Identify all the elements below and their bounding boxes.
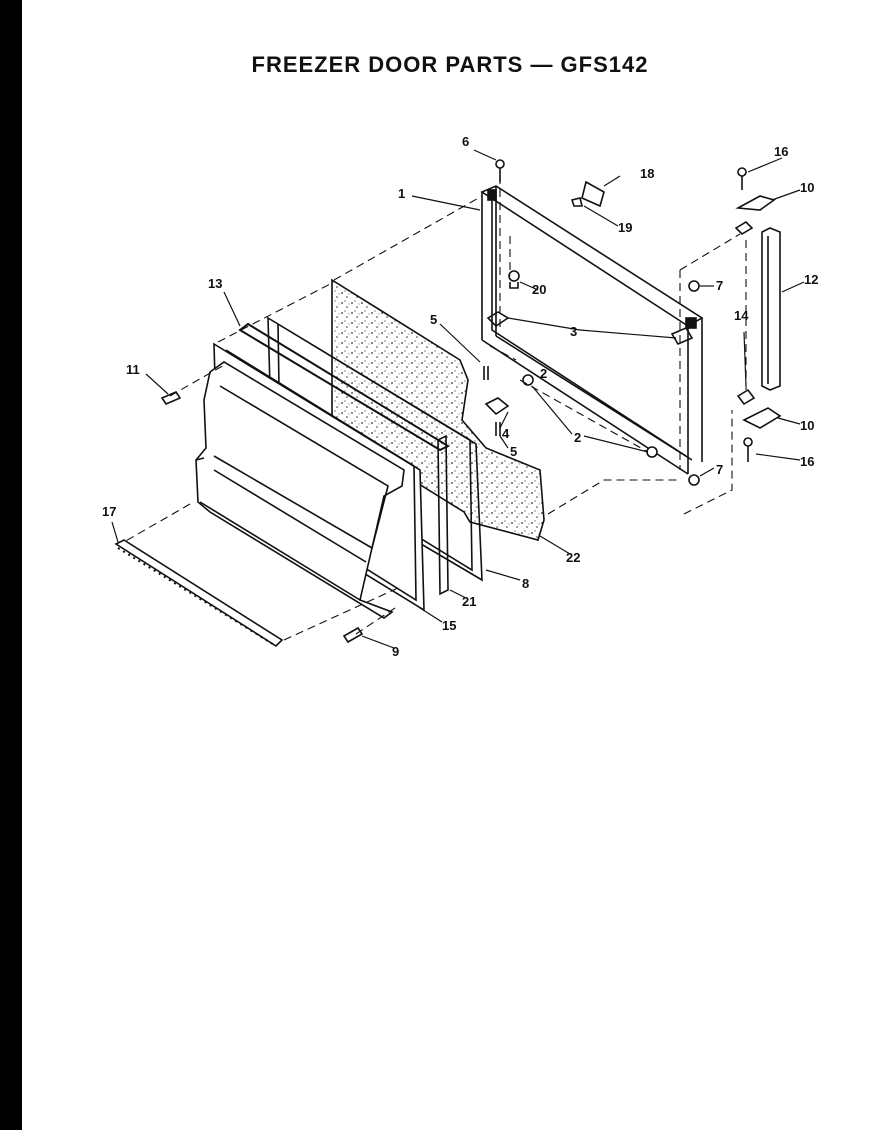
callout-17: 17 [102,504,116,519]
callout-leaders [111,149,805,649]
callout-1: 1 [398,186,405,201]
callout-6: 6 [462,134,469,149]
callout-9: 9 [392,644,399,659]
callout-19: 19 [618,220,632,235]
callout-7a: 7 [716,278,723,293]
callout-18: 18 [640,166,654,181]
inner-door-liner [195,361,405,619]
callout-16b: 16 [800,454,814,469]
callout-16a: 16 [774,144,788,159]
callout-2a: 2 [540,366,547,381]
callout-20: 20 [532,282,546,297]
door-frame-part-1 [480,185,704,475]
callout-2b: 2 [574,430,581,445]
callout-15: 15 [442,618,456,633]
callout-5b: 5 [510,444,517,459]
callout-13: 13 [208,276,222,291]
callout-10b: 10 [800,418,814,433]
callout-3: 3 [570,324,577,339]
callout-21: 21 [462,594,476,609]
callout-5a: 5 [430,312,437,327]
callout-11: 11 [126,362,140,377]
callout-7b: 7 [716,462,723,477]
assembly-guide-lines [123,176,747,641]
callout-12: 12 [804,272,818,287]
callout-8: 8 [522,576,529,591]
diagram-title: FREEZER DOOR PARTS — GFS142 [251,52,649,77]
callout-4: 4 [502,426,510,441]
hinge-assembly-right [734,195,782,429]
diagram-sheet [22,0,880,1130]
gasket-strip-part-13 [238,322,451,452]
door-shelf-part-17 [114,539,284,648]
callout-labels: 1 3 2 2 4 5 5 6 7 7 8 9 10 10 11 12 13 1… [102,134,818,659]
callout-22: 22 [566,550,580,565]
callout-10a: 10 [800,180,814,195]
foam-insulation-part-22 [331,278,545,541]
breaker-strip-part-21 [437,434,449,596]
callout-14: 14 [734,308,749,323]
